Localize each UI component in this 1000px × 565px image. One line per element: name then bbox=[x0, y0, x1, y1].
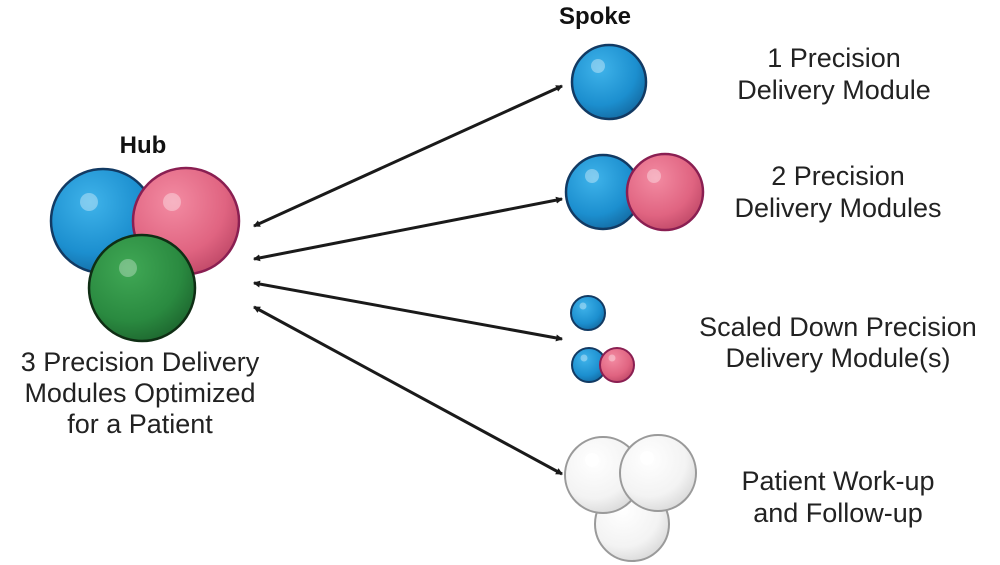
hub-caption-line-3: for a Patient bbox=[67, 409, 213, 439]
hub-caption: 3 Precision Delivery Modules Optimized f… bbox=[21, 347, 260, 439]
spoke-labels: 1 Precision Delivery Module 2 Precision … bbox=[699, 43, 977, 528]
spoke-3-modules bbox=[570, 295, 635, 383]
spoke-2-label-line-1: 2 Precision bbox=[771, 161, 905, 191]
spoke-2-label-line-2: Delivery Modules bbox=[734, 193, 941, 223]
spoke-title: Spoke bbox=[559, 3, 631, 30]
spoke-4-label-line-1: Patient Work-up bbox=[741, 466, 934, 496]
arrow-to-spoke-4 bbox=[253, 305, 563, 476]
spoke-3-label-line-1: Scaled Down Precision bbox=[699, 312, 977, 342]
hub-caption-line-1: 3 Precision Delivery bbox=[21, 347, 260, 377]
hub-green-module bbox=[87, 233, 197, 343]
spoke-3-label-line-2: Delivery Module(s) bbox=[725, 343, 950, 373]
hub-caption-line-2: Modules Optimized bbox=[24, 378, 255, 408]
spoke-1-modules bbox=[570, 43, 648, 121]
hub-title: Hub bbox=[120, 132, 167, 159]
arrow-to-spoke-1 bbox=[253, 84, 563, 228]
arrows bbox=[252, 84, 564, 476]
spoke-1-label-line-2: Delivery Module bbox=[737, 75, 931, 105]
spoke-1-label-line-1: 1 Precision bbox=[767, 43, 901, 73]
spoke-2-modules bbox=[564, 152, 705, 232]
arrow-to-spoke-2 bbox=[252, 196, 564, 262]
spoke-4-modules bbox=[564, 434, 697, 562]
spoke-4-label-line-2: and Follow-up bbox=[753, 498, 923, 528]
hub-modules bbox=[49, 166, 241, 343]
